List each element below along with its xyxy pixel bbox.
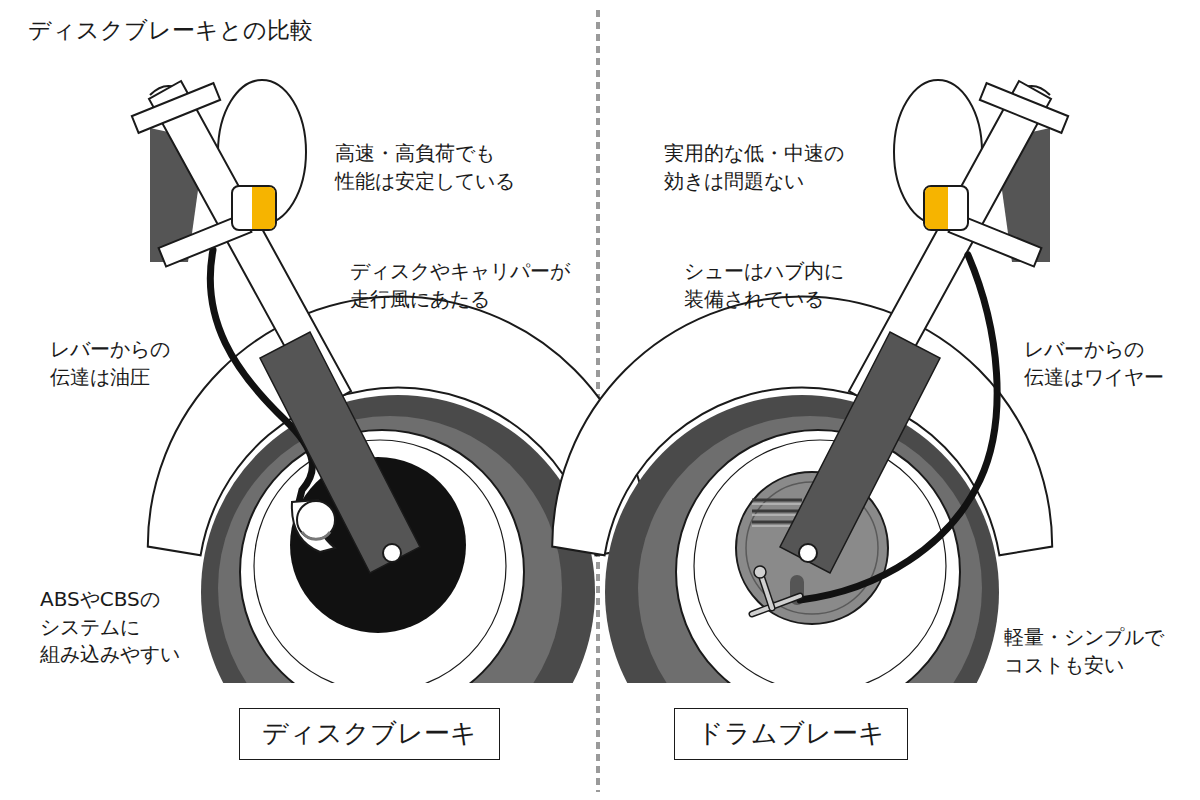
brake-type-box: ドラムブレーキ	[674, 708, 908, 760]
note-label: シューはハブ内に 装備されている	[684, 258, 884, 313]
note-label: レバーからの 伝達はワイヤー	[1024, 336, 1192, 391]
note-label: ABSやCBSの システムに 組み込みやすい	[40, 586, 215, 669]
box-label: ドラムブレーキ	[697, 717, 885, 751]
note-label: 実用的な低・中速の 効きは問題ない	[664, 140, 884, 195]
note-label: 軽量・シンプルで コストも安い	[1004, 624, 1192, 679]
diagram-title: ディスクブレーキとの比較	[28, 16, 313, 46]
brake-type-box: ディスクブレーキ	[239, 708, 500, 760]
note-label: 高速・高負荷でも 性能は安定している	[335, 140, 555, 195]
note-label: ディスクやキャリパーが 走行風にあたる	[350, 258, 615, 313]
box-label: ディスクブレーキ	[262, 717, 477, 751]
brake-arm	[752, 566, 800, 614]
note-label: レバーからの 伝達は油圧	[50, 336, 200, 391]
brake-caliper	[292, 500, 335, 552]
brake-cable	[800, 255, 997, 600]
